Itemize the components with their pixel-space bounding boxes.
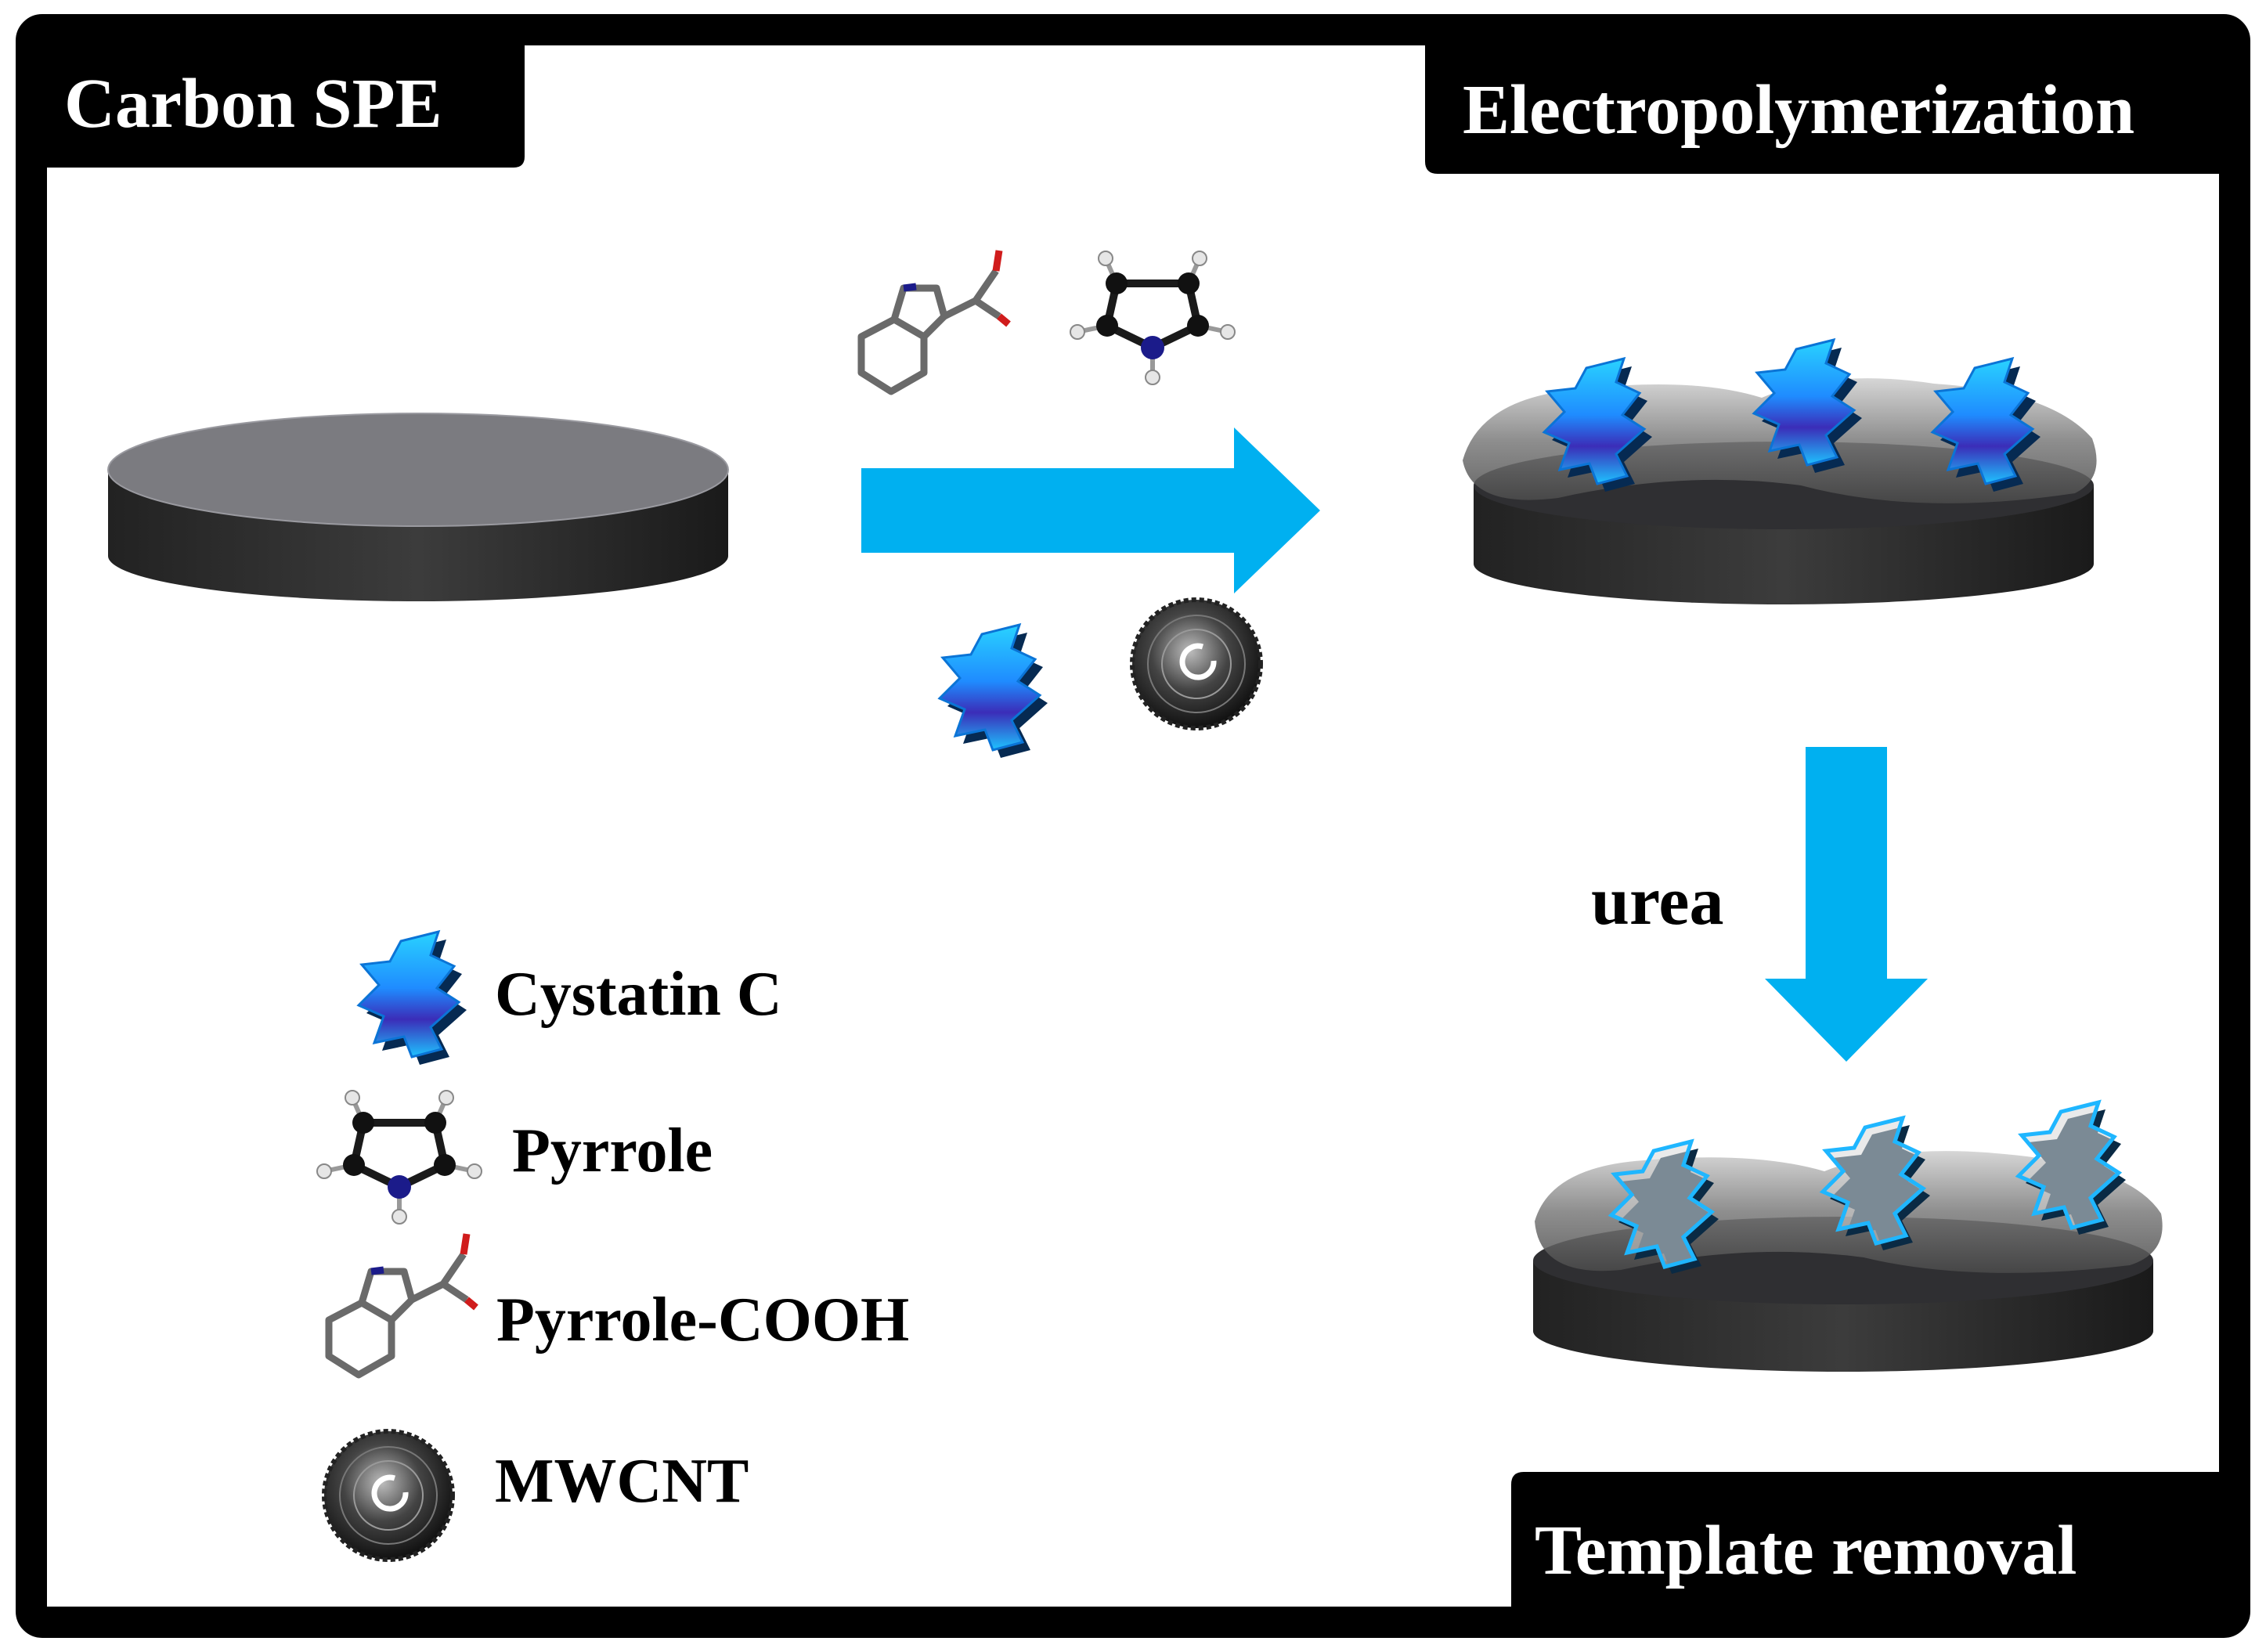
urea-label: urea [1591, 864, 1723, 940]
legend-protein-icon [357, 930, 468, 1066]
pyrrole-molecule-icon [1070, 251, 1235, 384]
template-removal-arrow [1765, 747, 1928, 1062]
mwcnt-icon [1132, 600, 1261, 728]
imprinted-electrode [1533, 1102, 2163, 1372]
diagram-frame [16, 14, 2250, 1638]
template-removal-label: Template removal [1535, 1512, 2077, 1589]
template-removal-tab: Template removal [1511, 1472, 2235, 1622]
legend-label-pyrrole: Pyrrole [512, 1116, 713, 1185]
cystatin-c-protein-icon [938, 623, 1049, 759]
legend-pyrrole-icon [317, 1091, 482, 1224]
electropolymerized-electrode [1463, 338, 2097, 604]
electropolymerization-label: Electropolymerization [1463, 71, 2134, 149]
electropolymerization-tab: Electropolymerization [1425, 30, 2235, 174]
legend-label-cystatin-c: Cystatin C [495, 960, 782, 1029]
electropolymerization-arrow [861, 427, 1320, 593]
bare-electrode-disk [107, 413, 729, 601]
carbon-spe-label: Carbon SPE [64, 65, 442, 142]
legend-pyrrole-cooh-icon [329, 1234, 476, 1375]
legend: Cystatin C Pyrrole Pyrrole-COOH MWCNT [317, 930, 909, 1560]
legend-mwcnt-icon [324, 1431, 453, 1560]
pyrrole-cooh-molecule-icon [861, 251, 1009, 391]
legend-label-pyrrole-cooh: Pyrrole-COOH [496, 1286, 909, 1354]
legend-label-mwcnt: MWCNT [495, 1447, 749, 1516]
carbon-spe-tab: Carbon SPE [31, 30, 525, 168]
